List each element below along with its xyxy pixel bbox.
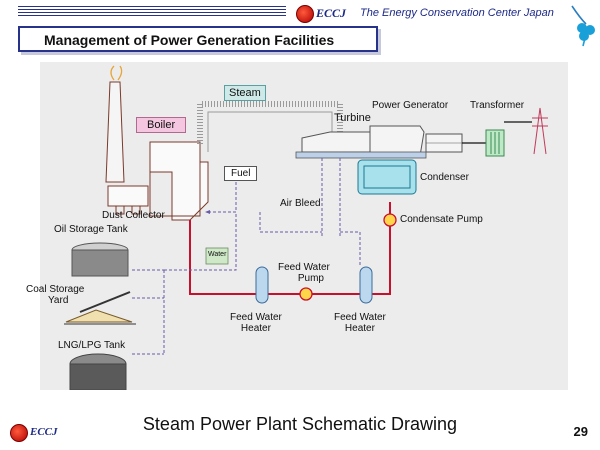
condensate-pump-label: Condensate Pump (400, 214, 483, 225)
lng-lpg-tank (69, 353, 127, 390)
slide-title: Management of Power Generation Facilitie… (44, 32, 335, 48)
schematic-drawing (64, 65, 548, 390)
fwh-left-line1: Feed Water (230, 312, 282, 323)
slide-caption: Steam Power Plant Schematic Drawing (142, 414, 458, 434)
feed-water-pump-label: Feed Water Pump (278, 262, 330, 284)
header-rule (18, 6, 286, 20)
turbine (295, 125, 427, 159)
steam-label: Steam (224, 85, 266, 101)
lng-lpg-tank-label: LNG/LPG Tank (58, 340, 126, 351)
feed-water-heater-left-label: Feed Water Heater (230, 312, 282, 334)
eccj-logo-icon (296, 5, 314, 23)
clover-icon (571, 5, 595, 47)
feed-water-heater-left-icon (255, 266, 269, 304)
feed-water-pump-icon (299, 287, 313, 301)
water-label: Water (208, 251, 227, 258)
oil-storage-tank-label: Oil Storage Tank (54, 224, 128, 235)
power-generator (425, 133, 463, 153)
footer-brand: ECCJ (30, 426, 58, 438)
coal-storage-label-line2: Yard (48, 295, 69, 306)
footer-eccj-logo-icon (10, 424, 28, 442)
feed-water-heater-right-label: Feed Water Heater (334, 312, 386, 334)
air-bleed-label: Air Bleed (280, 198, 321, 209)
transformer-label: Transformer (470, 100, 525, 111)
page-number: 29 (573, 424, 588, 439)
boiler-label: Boiler (136, 117, 187, 133)
chimney (105, 65, 125, 183)
header-organization: The Energy Conservation Center Japan (360, 7, 554, 19)
coal-storage-yard (64, 291, 136, 325)
power-generator-label: Power Generator (372, 100, 449, 111)
feed-water-heater-right-icon (359, 266, 373, 304)
turbine-label: Turbine (334, 112, 371, 124)
slide-title-box: Management of Power Generation Facilitie… (18, 26, 378, 52)
condensate-pump-icon (383, 213, 397, 227)
dust-collector-label: Dust Collector (102, 210, 165, 221)
fwh-right-line2: Heater (344, 323, 375, 334)
plant-schematic: Steam Boiler Turbine Power Generator Tra… (26, 62, 568, 390)
header-brand: ECCJ (316, 6, 347, 20)
feed-water-pump-label-line2: Pump (297, 273, 324, 284)
condenser-label: Condenser (420, 172, 469, 183)
transformer (462, 107, 548, 157)
boiler-unit (149, 141, 209, 221)
fwh-left-line2: Heater (240, 323, 271, 334)
coal-storage-label-line1: Coal Storage (26, 284, 85, 295)
fwh-right-line1: Feed Water (334, 312, 386, 323)
condenser (357, 159, 417, 195)
dust-collector (107, 185, 149, 215)
oil-storage-tank (71, 242, 129, 277)
feed-water-pump-label-line1: Feed Water (278, 262, 330, 273)
coal-storage-label: Coal Storage Yard (26, 284, 84, 306)
fuel-label: Fuel (224, 166, 258, 181)
